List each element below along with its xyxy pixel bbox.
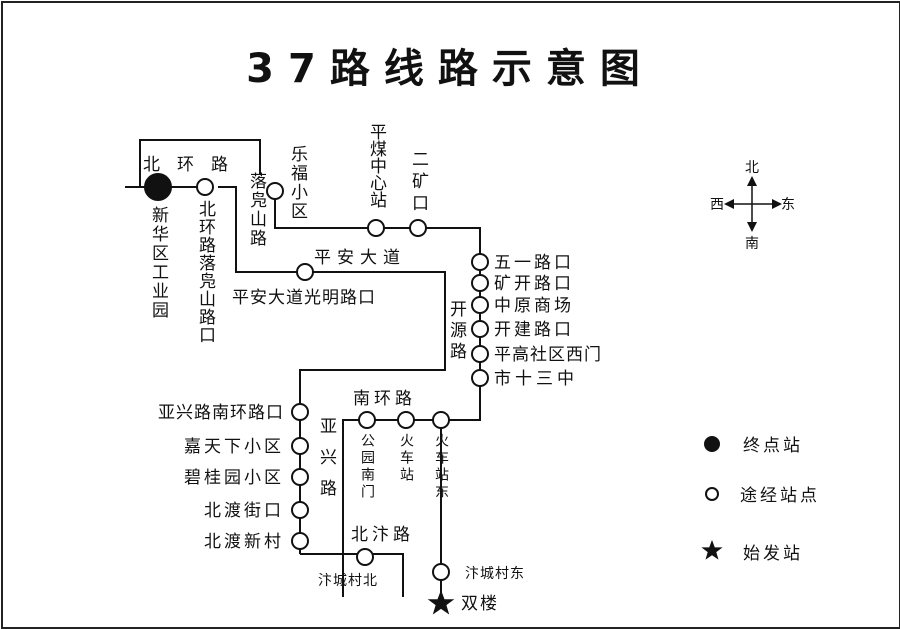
legend-terminal-label: 终点站: [743, 436, 803, 456]
compass-east-label: 东: [781, 197, 795, 213]
station-marker-pinggao[interactable]: [471, 345, 489, 363]
station-label-shuanglou: 双楼: [461, 594, 499, 614]
station-label-pingmei: 平煤中心站: [366, 123, 387, 208]
station-marker-biancheng-bei[interactable]: [356, 548, 374, 566]
station-markers: [144, 173, 489, 581]
station-marker-jiatianxia[interactable]: [291, 437, 309, 455]
road-label-luoshan: 落凫山路: [246, 172, 267, 248]
road-label-nanhuan: 南环路: [353, 389, 416, 409]
station-marker-beidu-xincun[interactable]: [291, 532, 309, 550]
station-label-gongyuan: 公园南门: [359, 433, 375, 501]
road-label-yaxing: 亚兴路: [316, 417, 337, 510]
station-label-xinhua: 新华区工业园: [148, 206, 169, 320]
compass-north-label: 北: [745, 160, 759, 176]
road-label-kaiyuan: 开源路: [446, 300, 467, 363]
station-label-beidu-xincun: 北渡新村: [204, 532, 284, 552]
station-marker-huoche-dong[interactable]: [432, 411, 450, 429]
station-label-huoche: 火车站: [398, 433, 414, 484]
station-label-huoche-dong: 火车站东: [433, 433, 449, 501]
compass-arrow-south-icon: [747, 222, 757, 232]
station-label-shisanzhong: 市十三中: [494, 369, 578, 389]
station-marker-yaxing-nanhuan[interactable]: [291, 403, 309, 421]
road-label-beihuan: 北环路: [143, 155, 245, 175]
station-marker-lefu[interactable]: [266, 182, 284, 200]
compass: 北 南 西 东: [710, 160, 795, 252]
station-label-beidu-jie: 北渡街口: [204, 501, 284, 521]
compass-west-label: 西: [710, 197, 724, 213]
page-title: 37路线路示意图: [246, 46, 654, 92]
station-marker-beidu-jie[interactable]: [291, 501, 309, 519]
road-label-beibian: 北汴路: [351, 525, 414, 545]
station-marker-huoche[interactable]: [397, 411, 415, 429]
station-label-beihuan-luoshan: 北环路落凫山路口: [195, 200, 216, 344]
station-marker-zhongyuan[interactable]: [471, 296, 489, 314]
station-marker-kaijian[interactable]: [471, 320, 489, 338]
station-marker-gongyuan[interactable]: [358, 411, 376, 429]
station-marker-biancheng-dong[interactable]: [432, 563, 450, 581]
legend-via-icon: [705, 487, 719, 501]
station-label-kuangkai: 矿开路口: [494, 274, 574, 294]
station-label-pingan-guangming: 平安大道光明路口: [232, 288, 376, 308]
station-marker-biguiyuan[interactable]: [291, 468, 309, 486]
station-marker-beihuan-luoshan[interactable]: [196, 178, 214, 196]
legend-via-label: 途经站点: [740, 486, 820, 506]
station-marker-wuyi[interactable]: [471, 253, 489, 271]
station-label-wuyi: 五一路口: [494, 253, 574, 273]
compass-arrow-north-icon: [747, 176, 757, 186]
legend-origin-label: 始发站: [743, 544, 803, 564]
station-label-kaijian: 开建路口: [494, 320, 574, 340]
station-label-pinggao: 平高社区西门: [494, 345, 602, 365]
compass-arrow-west-icon: [724, 199, 734, 209]
station-marker-shisanzhong[interactable]: [471, 369, 489, 387]
origin-star-icon[interactable]: [427, 590, 455, 615]
legend-terminal-icon: [704, 436, 720, 452]
station-label-biancheng-dong: 汴城村东: [465, 566, 525, 582]
station-marker-pingan-guangming[interactable]: [296, 263, 314, 281]
station-label-biancheng-bei: 汴城村北: [318, 573, 378, 589]
compass-south-label: 南: [745, 236, 759, 252]
road-label-pingan: 平安大道: [314, 248, 406, 268]
legend: 终点站 途经站点 始发站: [701, 436, 820, 564]
station-label-lefu: 乐福小区: [287, 145, 308, 221]
station-marker-xinhua[interactable]: [144, 173, 172, 201]
station-marker-erkuang[interactable]: [409, 219, 427, 237]
station-label-jiatianxia: 嘉天下小区: [184, 437, 284, 457]
station-label-biguiyuan: 碧桂园小区: [184, 468, 284, 488]
station-marker-pingmei[interactable]: [367, 219, 385, 237]
legend-origin-star-icon: [701, 540, 723, 560]
station-label-zhongyuan: 中原商场: [494, 296, 574, 316]
station-marker-kuangkai[interactable]: [471, 274, 489, 292]
station-label-yaxing-nanhuan: 亚兴路南环路口: [158, 403, 284, 423]
station-label-erkuang: 二矿口: [408, 150, 429, 216]
compass-arrow-east-icon: [772, 199, 782, 209]
